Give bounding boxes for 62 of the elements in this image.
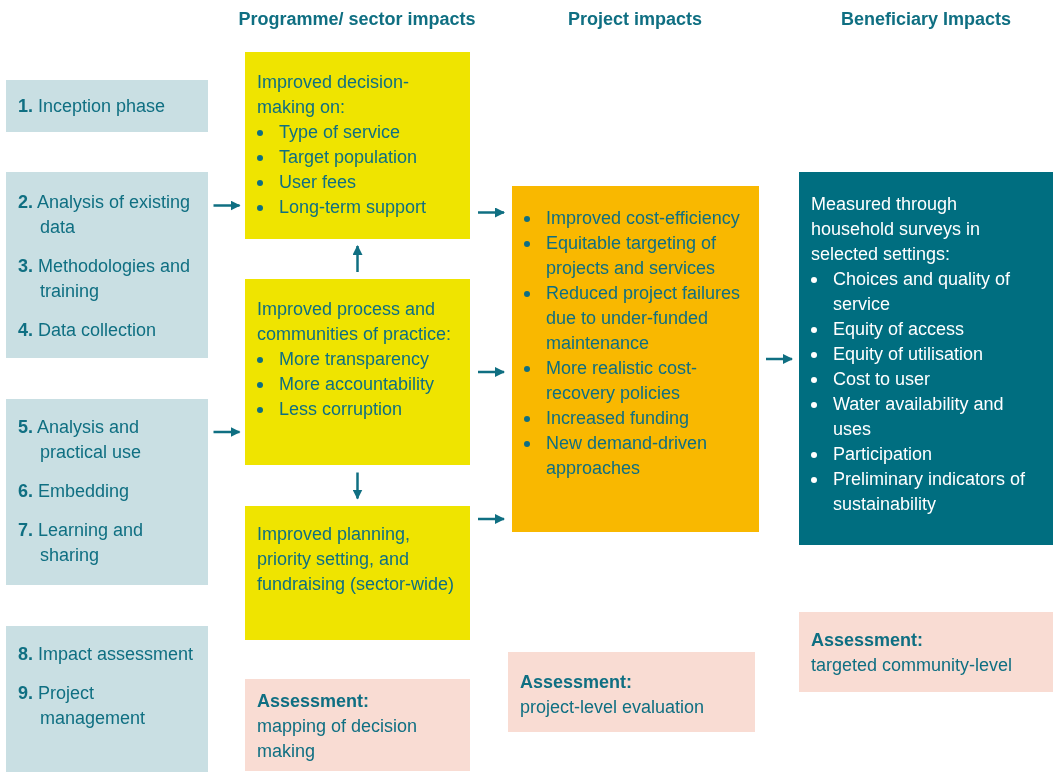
- impact-box: [799, 172, 1053, 545]
- bullet-item: Water availability and uses: [833, 393, 1005, 441]
- bullet-item: Improved cost-efficiency: [546, 207, 740, 230]
- bullet-item: More realistic cost-recovery policies: [546, 357, 699, 405]
- column-heading: Beneficiary Impacts: [840, 8, 1012, 31]
- bullet-item: Cost to user: [833, 368, 931, 391]
- bullet-item: More transparency: [279, 348, 430, 371]
- impact-box: [6, 172, 208, 358]
- bullet-item: Target population: [279, 146, 418, 169]
- bullet-item: More accountability: [279, 373, 435, 396]
- arrow: [478, 367, 505, 377]
- assessment-text: project-level evaluation: [520, 696, 706, 719]
- step-item: 2. Analysis of existing data: [18, 191, 192, 239]
- bullet-item: Reduced project failures due to under-funded maintenance: [546, 282, 742, 355]
- impact-box: [245, 679, 470, 771]
- box-heading: Improved decision-making on:: [257, 71, 411, 119]
- bullet-item: New demand-driven approaches: [546, 432, 709, 480]
- box-heading: Improved process and communities of practice:: [257, 298, 453, 346]
- bullet-item: User fees: [279, 171, 357, 194]
- column-heading: Project impacts: [567, 8, 703, 31]
- box-heading: Measured through household surveys in selected settings:: [811, 193, 982, 266]
- bullet-item: Equity of access: [833, 318, 965, 341]
- bullet-item: Participation: [833, 443, 933, 466]
- arrow: [478, 207, 505, 218]
- impact-box: [245, 52, 470, 239]
- step-item: 6. Embedding: [18, 480, 131, 503]
- step-item: 3. Methodologies and training: [18, 255, 192, 303]
- arrow: [213, 427, 241, 437]
- bullet-item: Long-term support: [279, 196, 427, 219]
- step-item: 1. Inception phase: [18, 95, 167, 118]
- assessment-heading: Assessment:: [257, 690, 371, 713]
- bullet-item: Equitable targeting of projects and services: [546, 232, 718, 280]
- step-item: 8. Impact assessment: [18, 643, 195, 666]
- bullet-item: Type of service: [279, 121, 401, 144]
- impact-box: [512, 186, 759, 532]
- step-item: 5. Analysis and practical use: [18, 416, 143, 464]
- bullet-item: Less corruption: [279, 398, 403, 421]
- step-item: 4. Data collection: [18, 319, 158, 342]
- step-item: 9. Project management: [18, 682, 147, 730]
- bullet-item: Choices and quality of service: [833, 268, 1012, 316]
- impact-box: [245, 506, 470, 640]
- step-item: 7. Learning and sharing: [18, 519, 145, 567]
- assessment-heading: Assessment:: [520, 671, 634, 694]
- impact-box: [799, 612, 1053, 692]
- assessment-text: targeted community-level: [811, 654, 1014, 677]
- impact-box: [508, 652, 755, 732]
- impact-box: [6, 626, 208, 772]
- box-heading: Improved planning, priority setting, and fundraising (sector-wide): [257, 523, 456, 596]
- bullet-item: Equity of utilisation: [833, 343, 984, 366]
- arrow: [766, 354, 793, 364]
- arrow: [478, 514, 505, 524]
- assessment-heading: Assessment:: [811, 629, 925, 652]
- arrow: [213, 200, 241, 211]
- column-heading: Programme/ sector impacts: [238, 8, 476, 31]
- bullet-item: Increased funding: [546, 407, 690, 430]
- impact-box: [245, 279, 470, 465]
- assessment-text: mapping of decision making: [257, 715, 419, 763]
- arrow: [352, 245, 363, 272]
- arrow: [352, 472, 363, 500]
- impact-box: [6, 399, 208, 585]
- impact-box: [6, 80, 208, 132]
- bullet-item: Preliminary indicators of sustainability: [833, 468, 1027, 516]
